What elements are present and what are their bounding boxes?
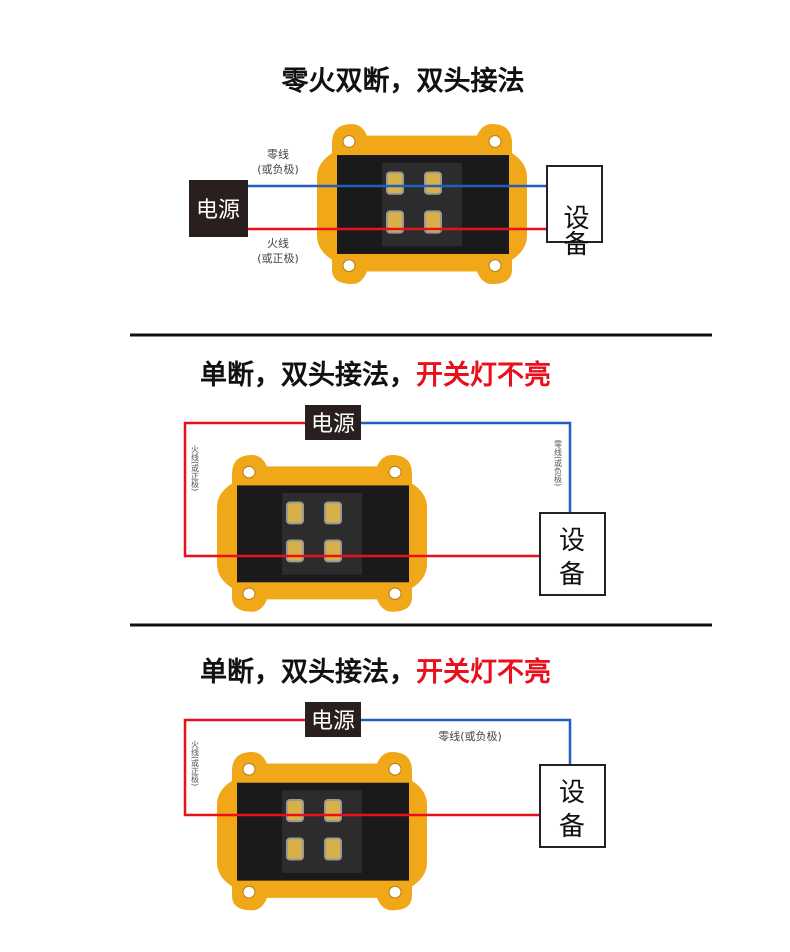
device-label-top: 设 [559,778,585,808]
power-box [305,702,361,737]
power-label: 电源 [196,198,240,223]
live-label: 火线(或正极) [191,740,200,786]
device-label-bottom: 备 [559,560,585,590]
neutral-wire [360,421,572,513]
neutral-sub-label: (或负极) [257,162,299,176]
power-label: 电源 [311,412,355,437]
device-label-top: 设 [559,526,585,556]
device-box [546,165,603,243]
panel-title: 单断，双头接法，开关灯不亮 [200,359,551,391]
panel-double-break: 零火双断，双头接法 电源 设备 零线 (或负极) 火线 (或正极) [189,66,603,286]
power-box [305,405,361,440]
device-label: 设备 [559,204,589,256]
neutral-wire [360,718,572,765]
live-label: 火线 [267,236,289,250]
device-box [539,764,606,848]
power-box [189,180,248,237]
neutral-label: 零线(或负极) [554,440,563,486]
live-sub-label: (或正极) [257,251,299,265]
panel-title: 单断，双头接法，开关灯不亮 [200,656,551,688]
live-wire [183,718,540,817]
panel-title: 零火双断，双头接法 [281,66,525,97]
device-box [539,512,606,596]
power-label: 电源 [311,709,355,734]
switch-image [316,123,528,286]
live-wire [183,421,540,558]
device-label-bottom: 备 [559,812,585,842]
switch-image [216,751,428,912]
panel-single-break-2: 单断，双头接法，开关灯不亮 电源 设 备 火线(或正极) 零线(或负极) [183,656,606,912]
neutral-label: 零线(或负极) [438,729,502,743]
switch-image [216,454,428,613]
panel-single-break-1: 单断，双头接法，开关灯不亮 电源 设 备 火线(或正极) 零线(或负极) [183,359,606,613]
live-label: 火线(或正极) [191,445,200,491]
neutral-label: 零线 [267,147,289,161]
